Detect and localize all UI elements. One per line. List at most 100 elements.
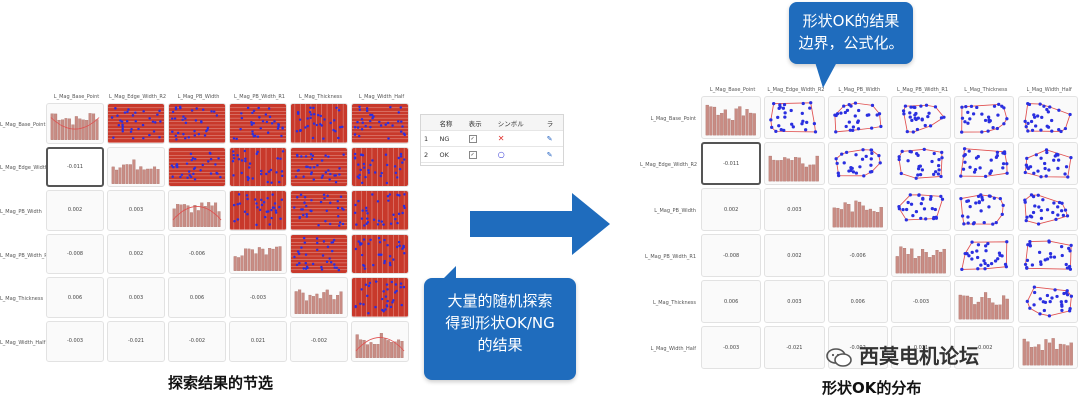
ok-point [976,243,981,247]
scatter-cell[interactable] [290,233,348,275]
correlation-cell[interactable]: -0.008 [46,233,104,275]
scatter-cell[interactable] [107,103,165,144]
histogram-cell[interactable] [107,146,165,188]
histogram-cell[interactable] [229,233,287,275]
ok-point [295,130,299,133]
histogram-cell[interactable] [954,280,1015,323]
correlation-cell[interactable]: 0.002 [764,234,825,277]
correlation-cell[interactable]: -0.003 [701,326,762,369]
histogram-bar [832,207,836,228]
scatter-cell[interactable] [290,190,348,231]
scatter-cell[interactable] [764,96,825,139]
correlation-cell[interactable]: -0.011 [46,146,104,188]
histogram-bar [200,202,204,228]
correlation-cell[interactable]: 0.006 [46,277,104,318]
ok-point [259,172,263,175]
ok-point [170,117,174,120]
correlation-cell[interactable]: -0.021 [764,326,825,369]
correlation-cell[interactable]: -0.003 [890,280,952,323]
scatter-cell[interactable] [890,188,952,231]
scatter-cell[interactable] [1017,96,1078,139]
scatter-cell[interactable] [1017,142,1078,185]
pencil-icon[interactable]: ✎ [546,134,553,143]
correlation-cell[interactable]: 0.006 [827,280,888,323]
ok-point [1023,170,1027,175]
row-label: L_Mag_PB_Width [654,208,696,214]
histogram-cell[interactable] [46,103,104,144]
correlation-cell[interactable]: -0.021 [107,321,165,362]
correlation-cell[interactable]: 0.002 [701,188,762,231]
histogram-cell[interactable] [168,190,226,231]
scatter-cell[interactable] [290,146,348,188]
correlation-value: 0.006 [850,298,865,305]
correlation-cell[interactable]: 0.021 [890,326,952,369]
ok-point [311,136,315,140]
histogram-bar [1025,341,1029,366]
ok-point [984,244,988,248]
histogram-cell[interactable] [290,277,348,318]
correlation-cell[interactable]: -0.002 [290,321,348,362]
scatter-cell[interactable] [890,96,952,139]
scatter-cell[interactable] [827,142,888,185]
ok-point [899,171,903,176]
scatter-cell[interactable] [229,146,287,188]
scatter-cell[interactable] [954,142,1015,185]
correlation-cell[interactable]: 0.003 [764,188,825,231]
correlation-cell[interactable]: -0.002 [168,321,226,362]
visible-checkbox[interactable]: ✓ [468,135,477,143]
correlation-cell[interactable]: 0.006 [701,280,762,323]
scatter-cell[interactable] [954,188,1015,231]
scatter-cell[interactable] [290,103,348,144]
scatter-cell[interactable] [229,103,287,144]
correlation-cell[interactable]: -0.002 [954,326,1015,369]
ok-point [1049,296,1054,300]
scatter-cell[interactable] [168,146,226,188]
legend-row-ok[interactable]: 2 OK ✓ ○ ✎ [421,146,563,163]
histogram-cell[interactable] [351,321,409,362]
correlation-cell[interactable]: 0.002 [46,190,104,231]
correlation-cell[interactable]: 0.002 [107,233,165,275]
correlation-cell[interactable]: -0.008 [701,234,762,277]
correlation-cell[interactable]: 0.003 [107,190,165,231]
ok-point [338,224,341,228]
scatter-cell[interactable] [351,190,409,231]
histogram-bar [207,202,211,228]
histogram-cell[interactable] [890,234,952,277]
correlation-cell[interactable]: -0.006 [168,233,226,275]
scatter-cell[interactable] [351,277,409,318]
pencil-icon[interactable]: ✎ [546,150,553,159]
scatter-cell[interactable] [1017,188,1078,231]
correlation-cell[interactable]: -0.003 [229,277,287,318]
correlation-cell[interactable]: -0.011 [701,142,762,185]
scatter-cell[interactable] [890,142,952,185]
scatter-cell[interactable] [229,190,287,231]
scatter-cell[interactable] [954,96,1015,139]
visible-checkbox[interactable]: ✓ [468,151,477,159]
correlation-cell[interactable]: 0.003 [107,277,165,318]
cross-marker-icon[interactable]: ✕ [497,134,505,143]
correlation-value: -0.008 [66,251,84,258]
scatter-cell[interactable] [351,233,409,275]
histogram-cell[interactable] [701,96,762,139]
scatter-cell[interactable] [954,234,1015,277]
correlation-cell[interactable]: 0.006 [168,277,226,318]
scatter-cell[interactable] [1017,234,1078,277]
correlation-cell[interactable]: 0.003 [764,280,825,323]
histogram-cell[interactable] [764,142,825,185]
legend-row-ng[interactable]: 1 NG ✓ ✕ ✎ [421,130,563,147]
histogram-cell[interactable] [1017,326,1078,369]
ok-point [1060,253,1064,258]
scatter-cell[interactable] [351,103,409,144]
scatter-cell[interactable] [168,103,226,144]
ok-point [936,164,941,168]
histogram-cell[interactable] [827,188,888,231]
scatter-cell[interactable] [1017,280,1078,323]
correlation-cell[interactable]: 0.021 [229,321,287,362]
ok-point [1025,129,1029,133]
correlation-cell[interactable]: -0.006 [827,234,888,277]
circle-marker-icon[interactable]: ○ [497,150,505,159]
ok-point [295,263,299,266]
scatter-cell[interactable] [827,96,888,139]
correlation-cell[interactable]: -0.003 [46,321,104,362]
scatter-cell[interactable] [351,146,409,188]
